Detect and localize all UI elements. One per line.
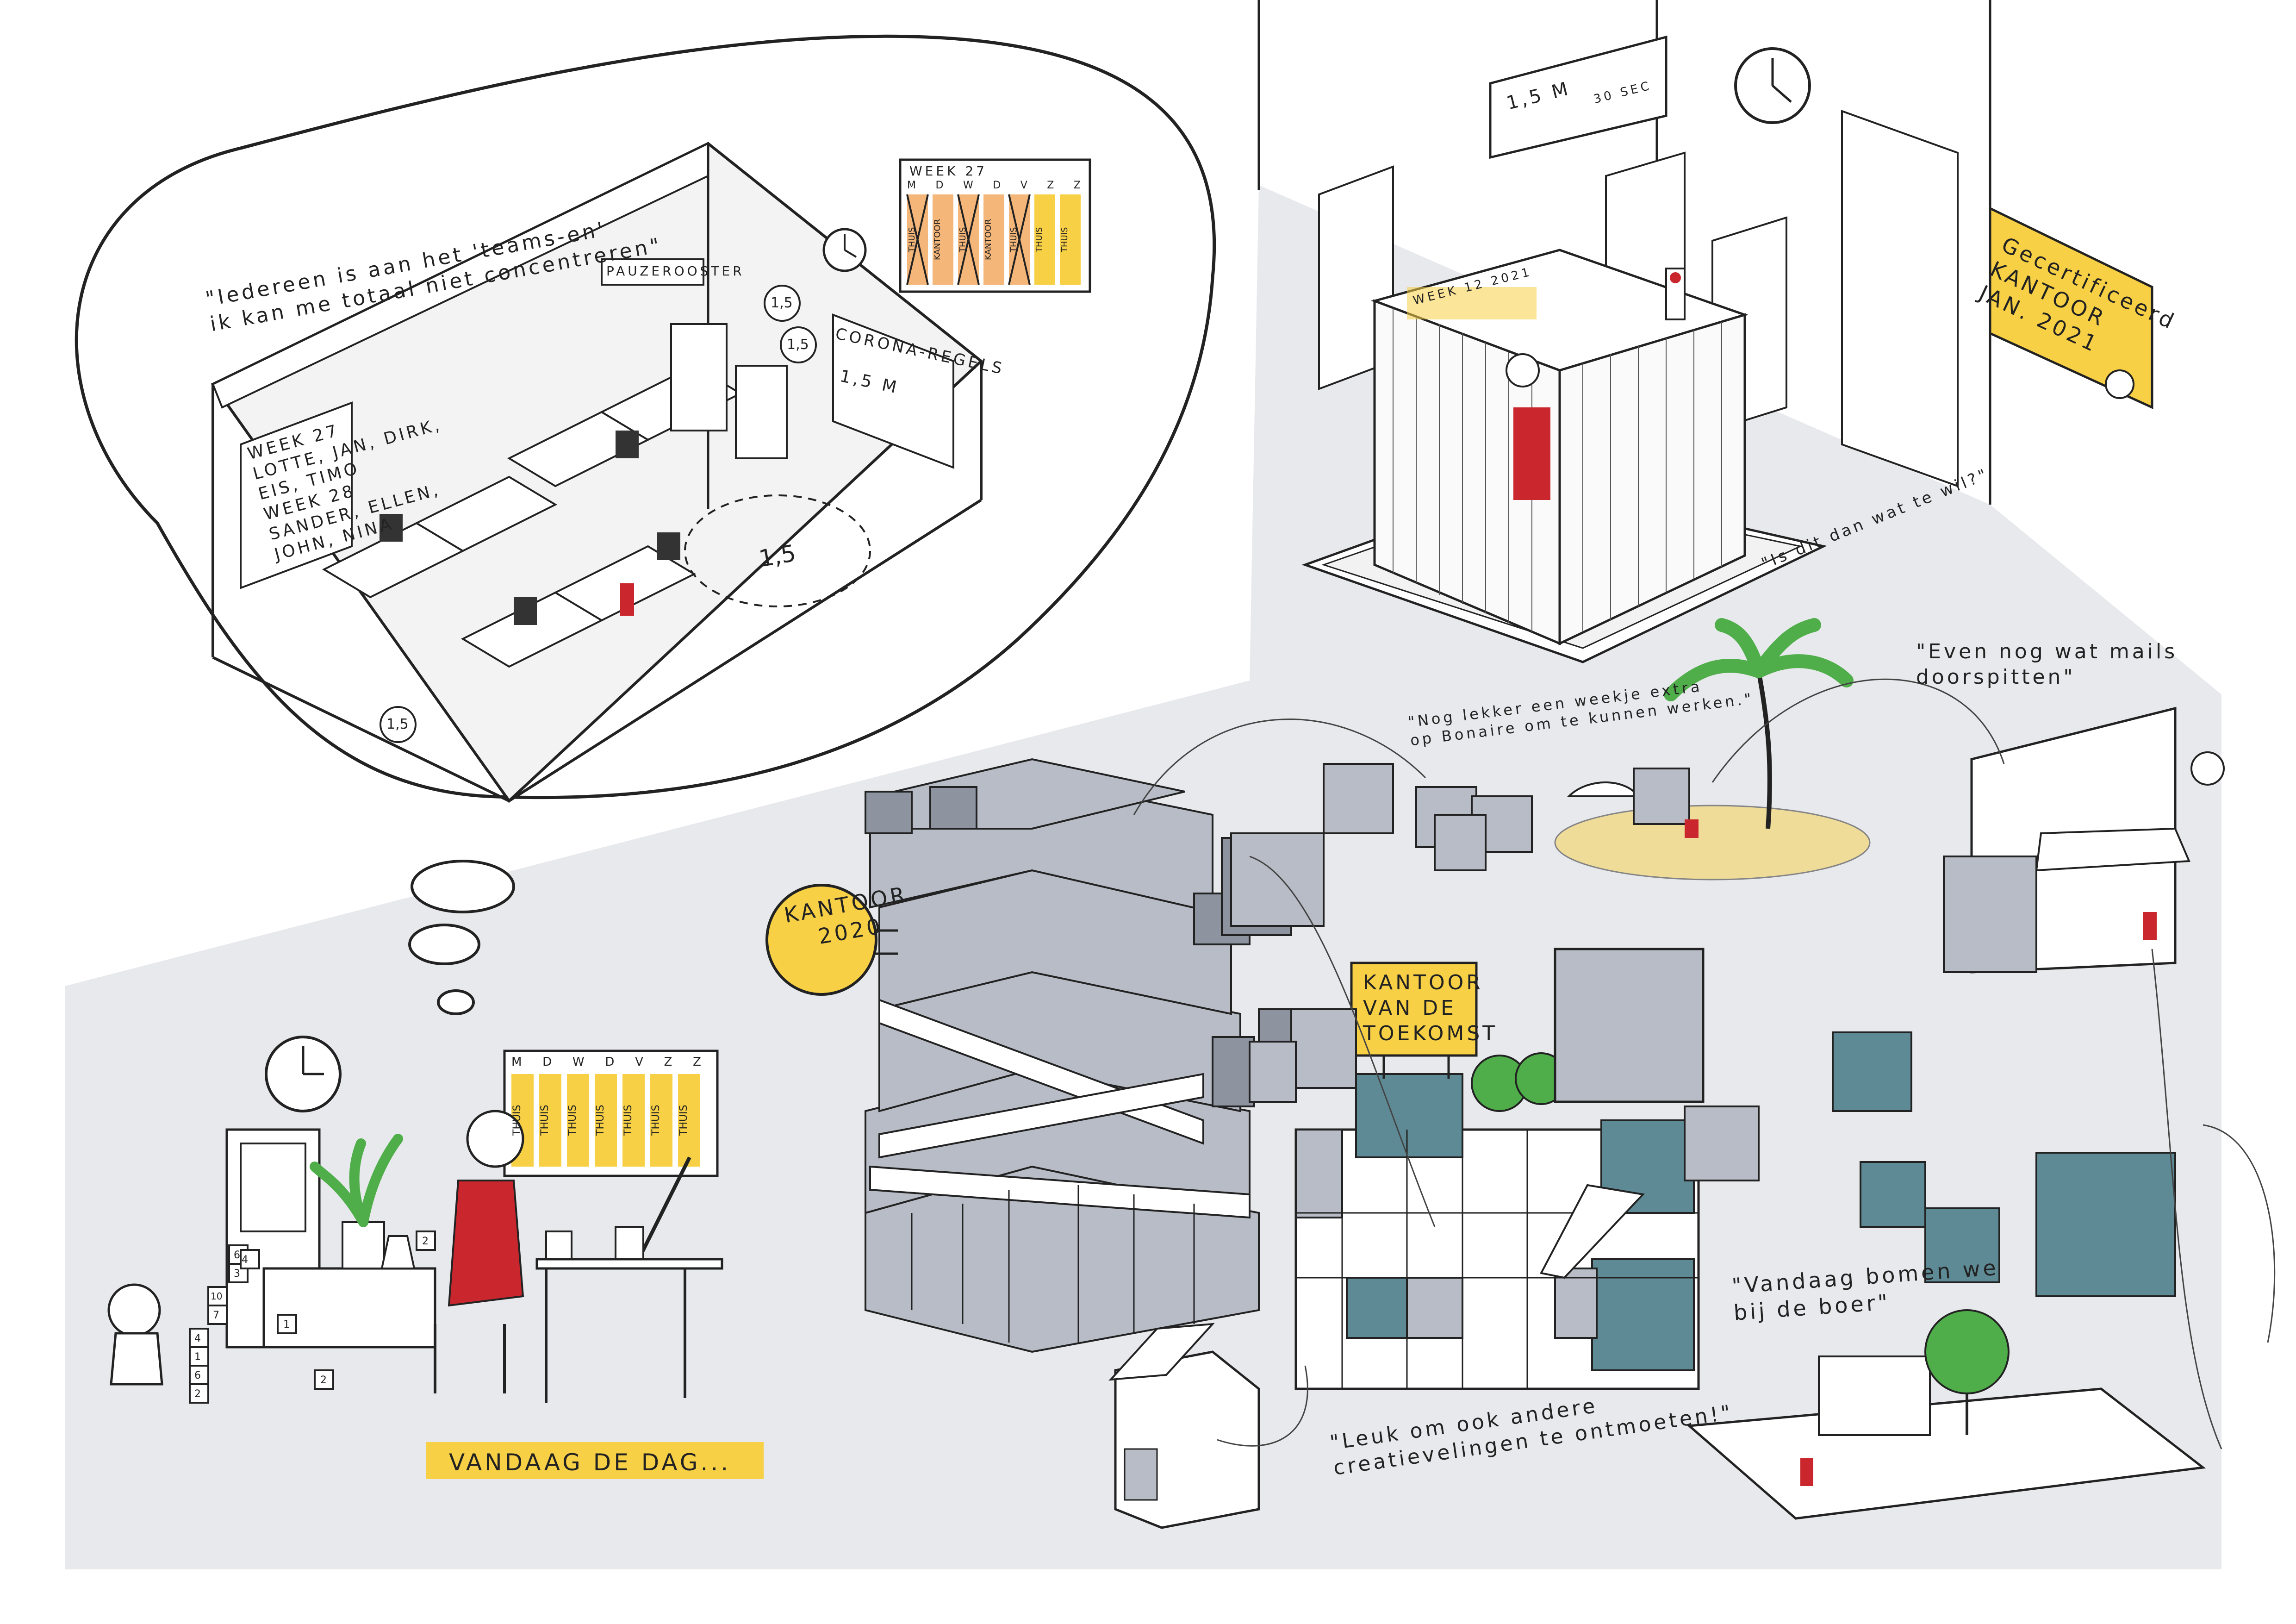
schedule-entry: THUIS — [595, 1105, 606, 1136]
day: M — [907, 180, 916, 191]
floating-cubes — [1230, 763, 1760, 1181]
schedule-entry: THUIS — [678, 1105, 690, 1136]
schedule-entry: THUIS — [567, 1105, 579, 1136]
connection-arcs — [1133, 678, 2276, 1449]
block-number: 1 — [194, 1351, 201, 1363]
day: Z — [693, 1055, 701, 1069]
home-banner: VANDAAG DE DAG... — [449, 1449, 731, 1476]
block-number: 2 — [320, 1374, 327, 1386]
block-number: 4 — [242, 1254, 248, 1266]
schedule-entry: THUIS — [650, 1105, 662, 1136]
day: Z — [664, 1055, 672, 1069]
home-schedule-entries: THUIS THUIS THUIS THUIS THUIS THUIS THUI… — [511, 1083, 700, 1157]
kantoor-toekomst-building — [1294, 948, 1705, 1390]
schedule-entry: THUIS — [1009, 227, 1019, 252]
schedule-entry: KANTOOR — [933, 219, 942, 261]
schedule-entry: THUIS — [539, 1105, 551, 1136]
day: M — [511, 1055, 522, 1069]
block-number: 3 — [234, 1268, 240, 1280]
block-number: 2 — [422, 1236, 429, 1247]
block-number: 7 — [213, 1310, 219, 1321]
block-number: 10 — [211, 1291, 223, 1302]
block-number: 2 — [194, 1388, 201, 1400]
day: V — [635, 1055, 643, 1069]
distance-badge: 1,5 — [771, 295, 793, 311]
distance-badge: 1,5 — [787, 337, 809, 353]
day: D — [542, 1055, 552, 1069]
small-house — [1108, 1323, 1260, 1529]
day: Z — [1047, 180, 1054, 191]
day: W — [963, 180, 973, 191]
day: V — [1020, 180, 1027, 191]
bonaire-island — [1554, 618, 1871, 881]
cafe-building — [1943, 706, 2225, 974]
schedule-entry: KANTOOR — [983, 219, 993, 261]
week27-entries: THUIS KANTOOR THUIS KANTOOR THUIS THUIS … — [907, 197, 1081, 282]
schedule-entry: THUIS — [907, 227, 917, 252]
kantoor-toekomst-sign: KANTOOR VAN DE TOEKOMST — [1363, 971, 1498, 1045]
kantoor-2020-building — [765, 758, 1297, 1353]
schedule-entry: THUIS — [958, 227, 968, 252]
quote-mails: "Even nog wat mails doorspitten" — [1916, 640, 2178, 689]
thought-bubble — [75, 34, 1216, 1015]
schedule-entry: THUIS — [1034, 227, 1044, 252]
certified-office-room — [1257, 0, 2153, 663]
farm-scene — [1686, 1309, 2206, 1520]
pauzerooster-label: PAUZEROOSTER — [606, 263, 745, 279]
block-number: 4 — [194, 1333, 201, 1344]
block-number: 6 — [194, 1370, 201, 1381]
schedule-entry: THUIS — [1060, 227, 1070, 252]
schedule-entry: THUIS — [511, 1105, 523, 1136]
day: D — [993, 180, 1001, 191]
day: W — [572, 1055, 585, 1069]
week27-days: M D W D V Z Z — [907, 180, 1081, 191]
block-number: 6 — [234, 1249, 240, 1261]
day: D — [935, 180, 944, 191]
block-number: 1 — [283, 1319, 290, 1330]
day: Z — [1073, 180, 1081, 191]
day: D — [605, 1055, 615, 1069]
teal-cubes — [1832, 1031, 2176, 1297]
week27-title: WEEK 27 — [909, 163, 987, 179]
home-office-scene — [107, 1036, 764, 1479]
distance-badge: 1,5 — [386, 716, 409, 732]
schedule-entry: THUIS — [622, 1105, 634, 1136]
home-schedule-days: M D W D V Z Z — [511, 1055, 701, 1070]
